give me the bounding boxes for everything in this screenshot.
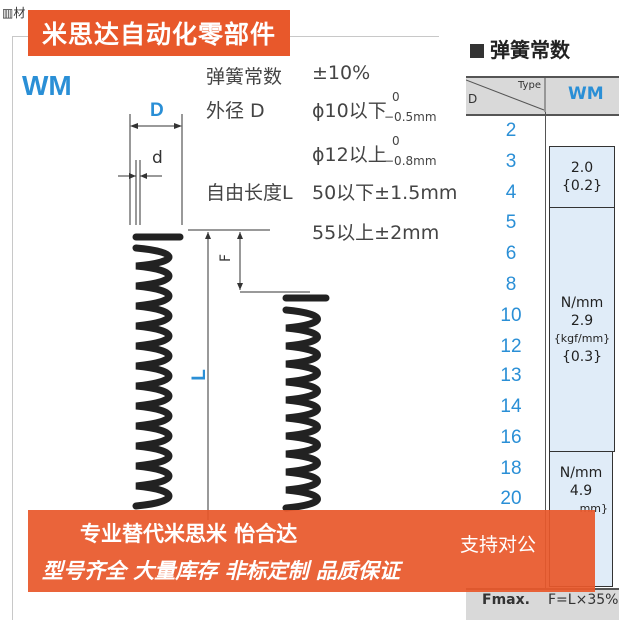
od-line2-lower: −0.8mm — [384, 154, 437, 168]
free-length-label: 自由长度L — [206, 182, 293, 204]
group2-unit: N/mm — [560, 294, 604, 311]
table-title: 弹簧常数 — [470, 34, 570, 63]
spring-diagram — [118, 114, 330, 520]
group2-unit2: {kgf/mm} — [553, 331, 611, 345]
d-value: 5 — [505, 212, 517, 233]
d-value: 13 — [500, 365, 522, 386]
dim-D-label: D — [150, 100, 164, 121]
brand-banner: 米思达自动化零部件 — [28, 10, 290, 56]
spring-constant-label: 弹簧常数 — [206, 66, 283, 88]
dim-L-label: L — [188, 369, 210, 381]
od-line2: ϕ12以上 — [312, 144, 387, 166]
material-label: ▥材 — [2, 6, 26, 20]
od-line1: ϕ10以下 — [312, 100, 387, 122]
od-line1-upper: 0 — [392, 90, 400, 104]
promo-line-1: 专业替代米思米 怡合达 — [80, 522, 298, 546]
od-line1-lower: −0.5mm — [384, 110, 437, 124]
dim-d-label: d — [152, 148, 163, 168]
header-D: D — [468, 92, 478, 106]
d-value: 2 — [505, 120, 517, 141]
group3-unit: N/mm — [559, 465, 603, 481]
d-value: 6 — [505, 243, 517, 264]
d-value: 8 — [505, 274, 517, 295]
header-type: Type — [518, 80, 541, 91]
value-group-1: 2.0 {0.2} — [549, 146, 615, 208]
outer-dia-label: 外径 D — [206, 100, 265, 122]
d-value: 18 — [500, 458, 522, 479]
d-value: 3 — [505, 151, 517, 172]
free-length-line2: 55以上±2mm — [312, 222, 440, 244]
fmax-value: F=L×35% — [548, 592, 619, 608]
group2-value: 2.9 — [570, 312, 594, 329]
table-col-divider — [545, 112, 546, 588]
d-value: 16 — [500, 427, 522, 448]
header-diagonal — [466, 78, 546, 112]
promo-line-2: 支持对公 — [460, 534, 537, 556]
group3-value: 4.9 — [569, 483, 593, 499]
d-value: 14 — [500, 396, 522, 417]
group2-sub: {0.3} — [561, 348, 603, 365]
dim-F-label: F — [218, 253, 235, 263]
od-line2-upper: 0 — [392, 134, 400, 148]
model-code: WM — [22, 70, 72, 101]
d-value: 10 — [500, 305, 522, 326]
d-value: 20 — [500, 488, 522, 509]
square-bullet-icon — [470, 44, 484, 58]
fmax-label: Fmax. — [482, 592, 530, 608]
spring-constant-value: ±10% — [312, 62, 371, 84]
d-value: 12 — [500, 336, 522, 357]
header-model: WM — [568, 84, 604, 104]
promo-line-3: 型号齐全 大量库存 非标定制 品质保证 — [42, 559, 400, 583]
d-value: 4 — [505, 182, 517, 203]
fmax-row — [466, 588, 619, 620]
value-group-2: N/mm 2.9 {kgf/mm} {0.3} — [549, 207, 615, 452]
group1-value: 2.0 — [570, 160, 594, 176]
group1-sub: {0.2} — [561, 178, 603, 194]
promo-banner — [28, 510, 595, 592]
free-length-line1: 50以下±1.5mm — [312, 182, 458, 204]
